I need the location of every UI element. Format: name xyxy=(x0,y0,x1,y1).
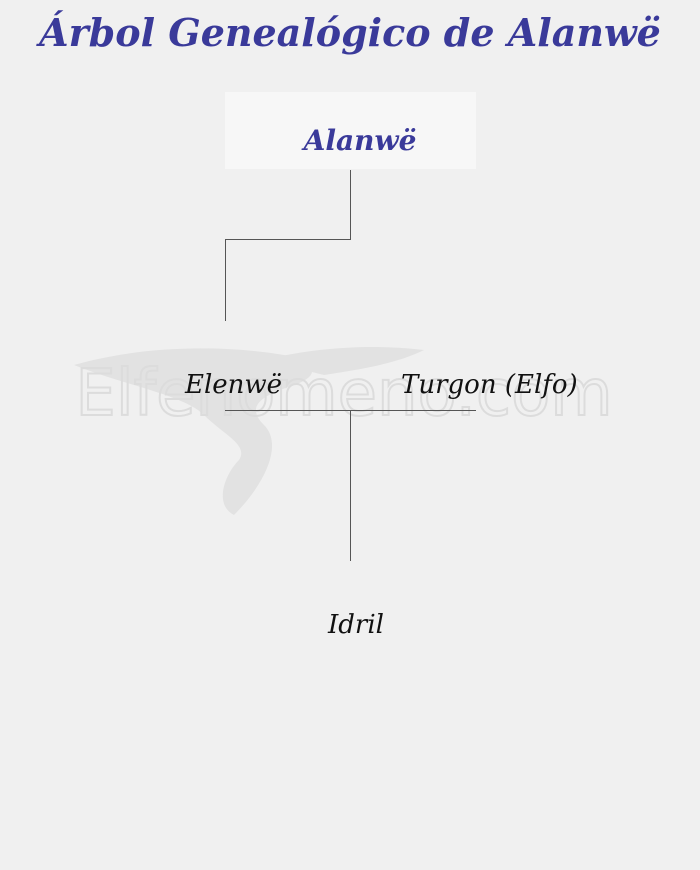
root-person-box xyxy=(225,92,476,169)
root-person-name: Alanwë xyxy=(303,124,417,157)
connector-to-child xyxy=(225,239,226,321)
connector-to-grandchild xyxy=(350,410,351,561)
child-person-name: Elenwë xyxy=(185,370,283,400)
connector-root-horizontal xyxy=(225,239,351,240)
page-title: Árbol Genealógico de Alanwë xyxy=(39,10,661,55)
connector-root-down xyxy=(350,170,351,240)
spouse-person-name: Turgon (Elfo) xyxy=(401,370,578,400)
grandchild-person-name: Idril xyxy=(328,610,384,640)
